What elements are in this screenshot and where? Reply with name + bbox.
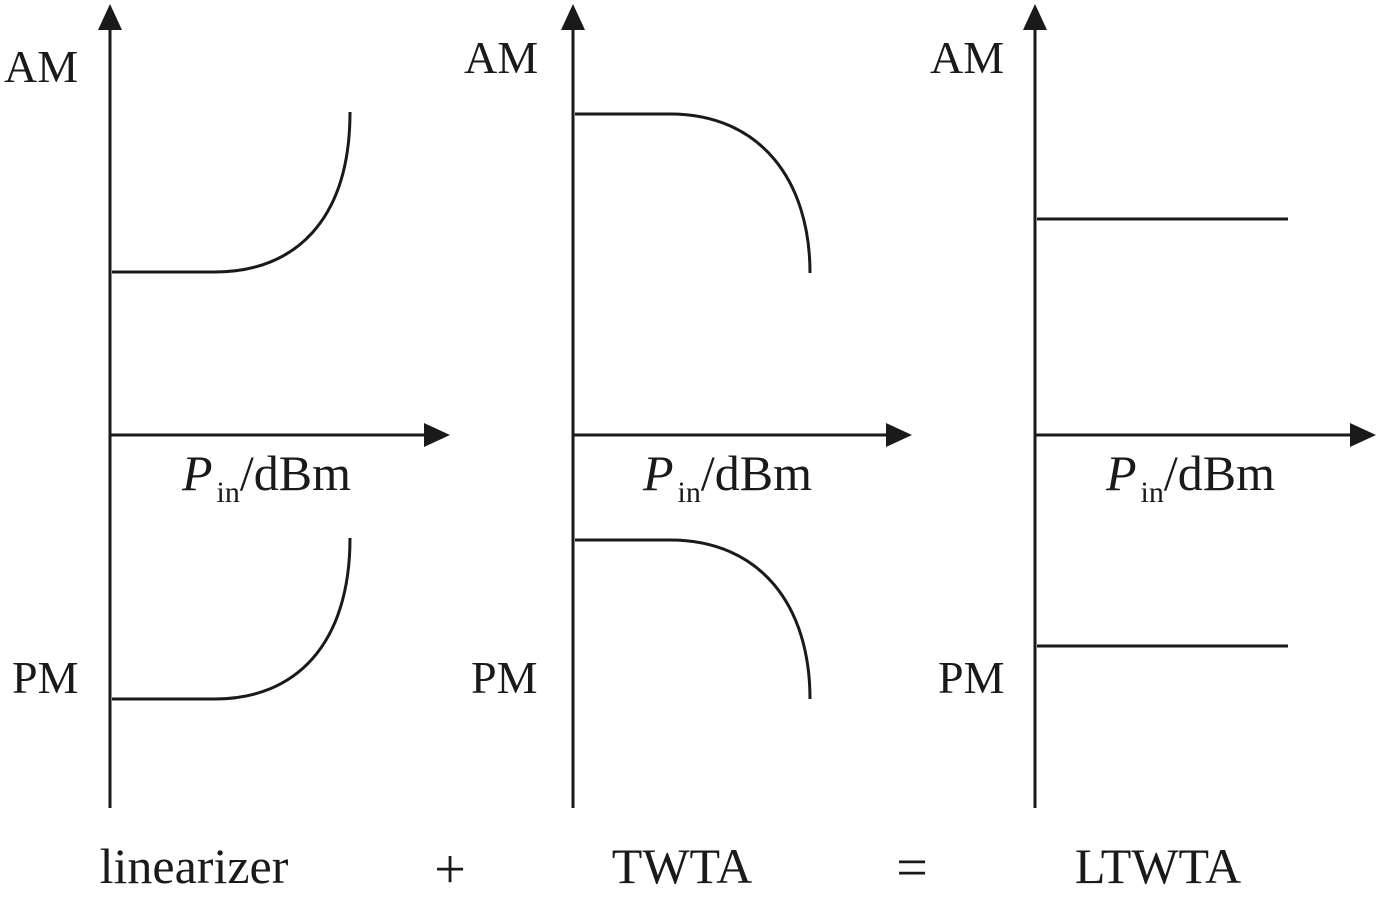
ltwta-x-arrow: [1350, 423, 1376, 447]
plus-operator: +: [434, 839, 466, 901]
linearizer-x-arrow: [424, 423, 450, 447]
linearizer-pm-label: PM: [12, 652, 78, 703]
twta-y-arrow: [561, 4, 585, 30]
twta-caption: TWTA: [612, 838, 752, 894]
linearizer-am-curve: [112, 111, 352, 274]
linearizer-am-label: AM: [4, 41, 78, 92]
ltwta-y-arrow: [1023, 4, 1047, 30]
twta-pm-curve: [575, 538, 812, 700]
linearizer-pm-curve: [112, 537, 352, 701]
twta-am-curve: [575, 112, 812, 274]
ltwta-pm-label: PM: [938, 652, 1004, 703]
twta-pm-label: PM: [471, 652, 537, 703]
ltwta-caption: LTWTA: [1075, 838, 1241, 894]
twta-am-label: AM: [464, 32, 538, 83]
twta-x-arrow: [886, 423, 912, 447]
ltwta-am-label: AM: [930, 32, 1004, 83]
equals-operator: =: [896, 837, 928, 899]
linearizer-caption: linearizer: [100, 838, 289, 894]
linearizer-y-arrow: [98, 4, 122, 30]
